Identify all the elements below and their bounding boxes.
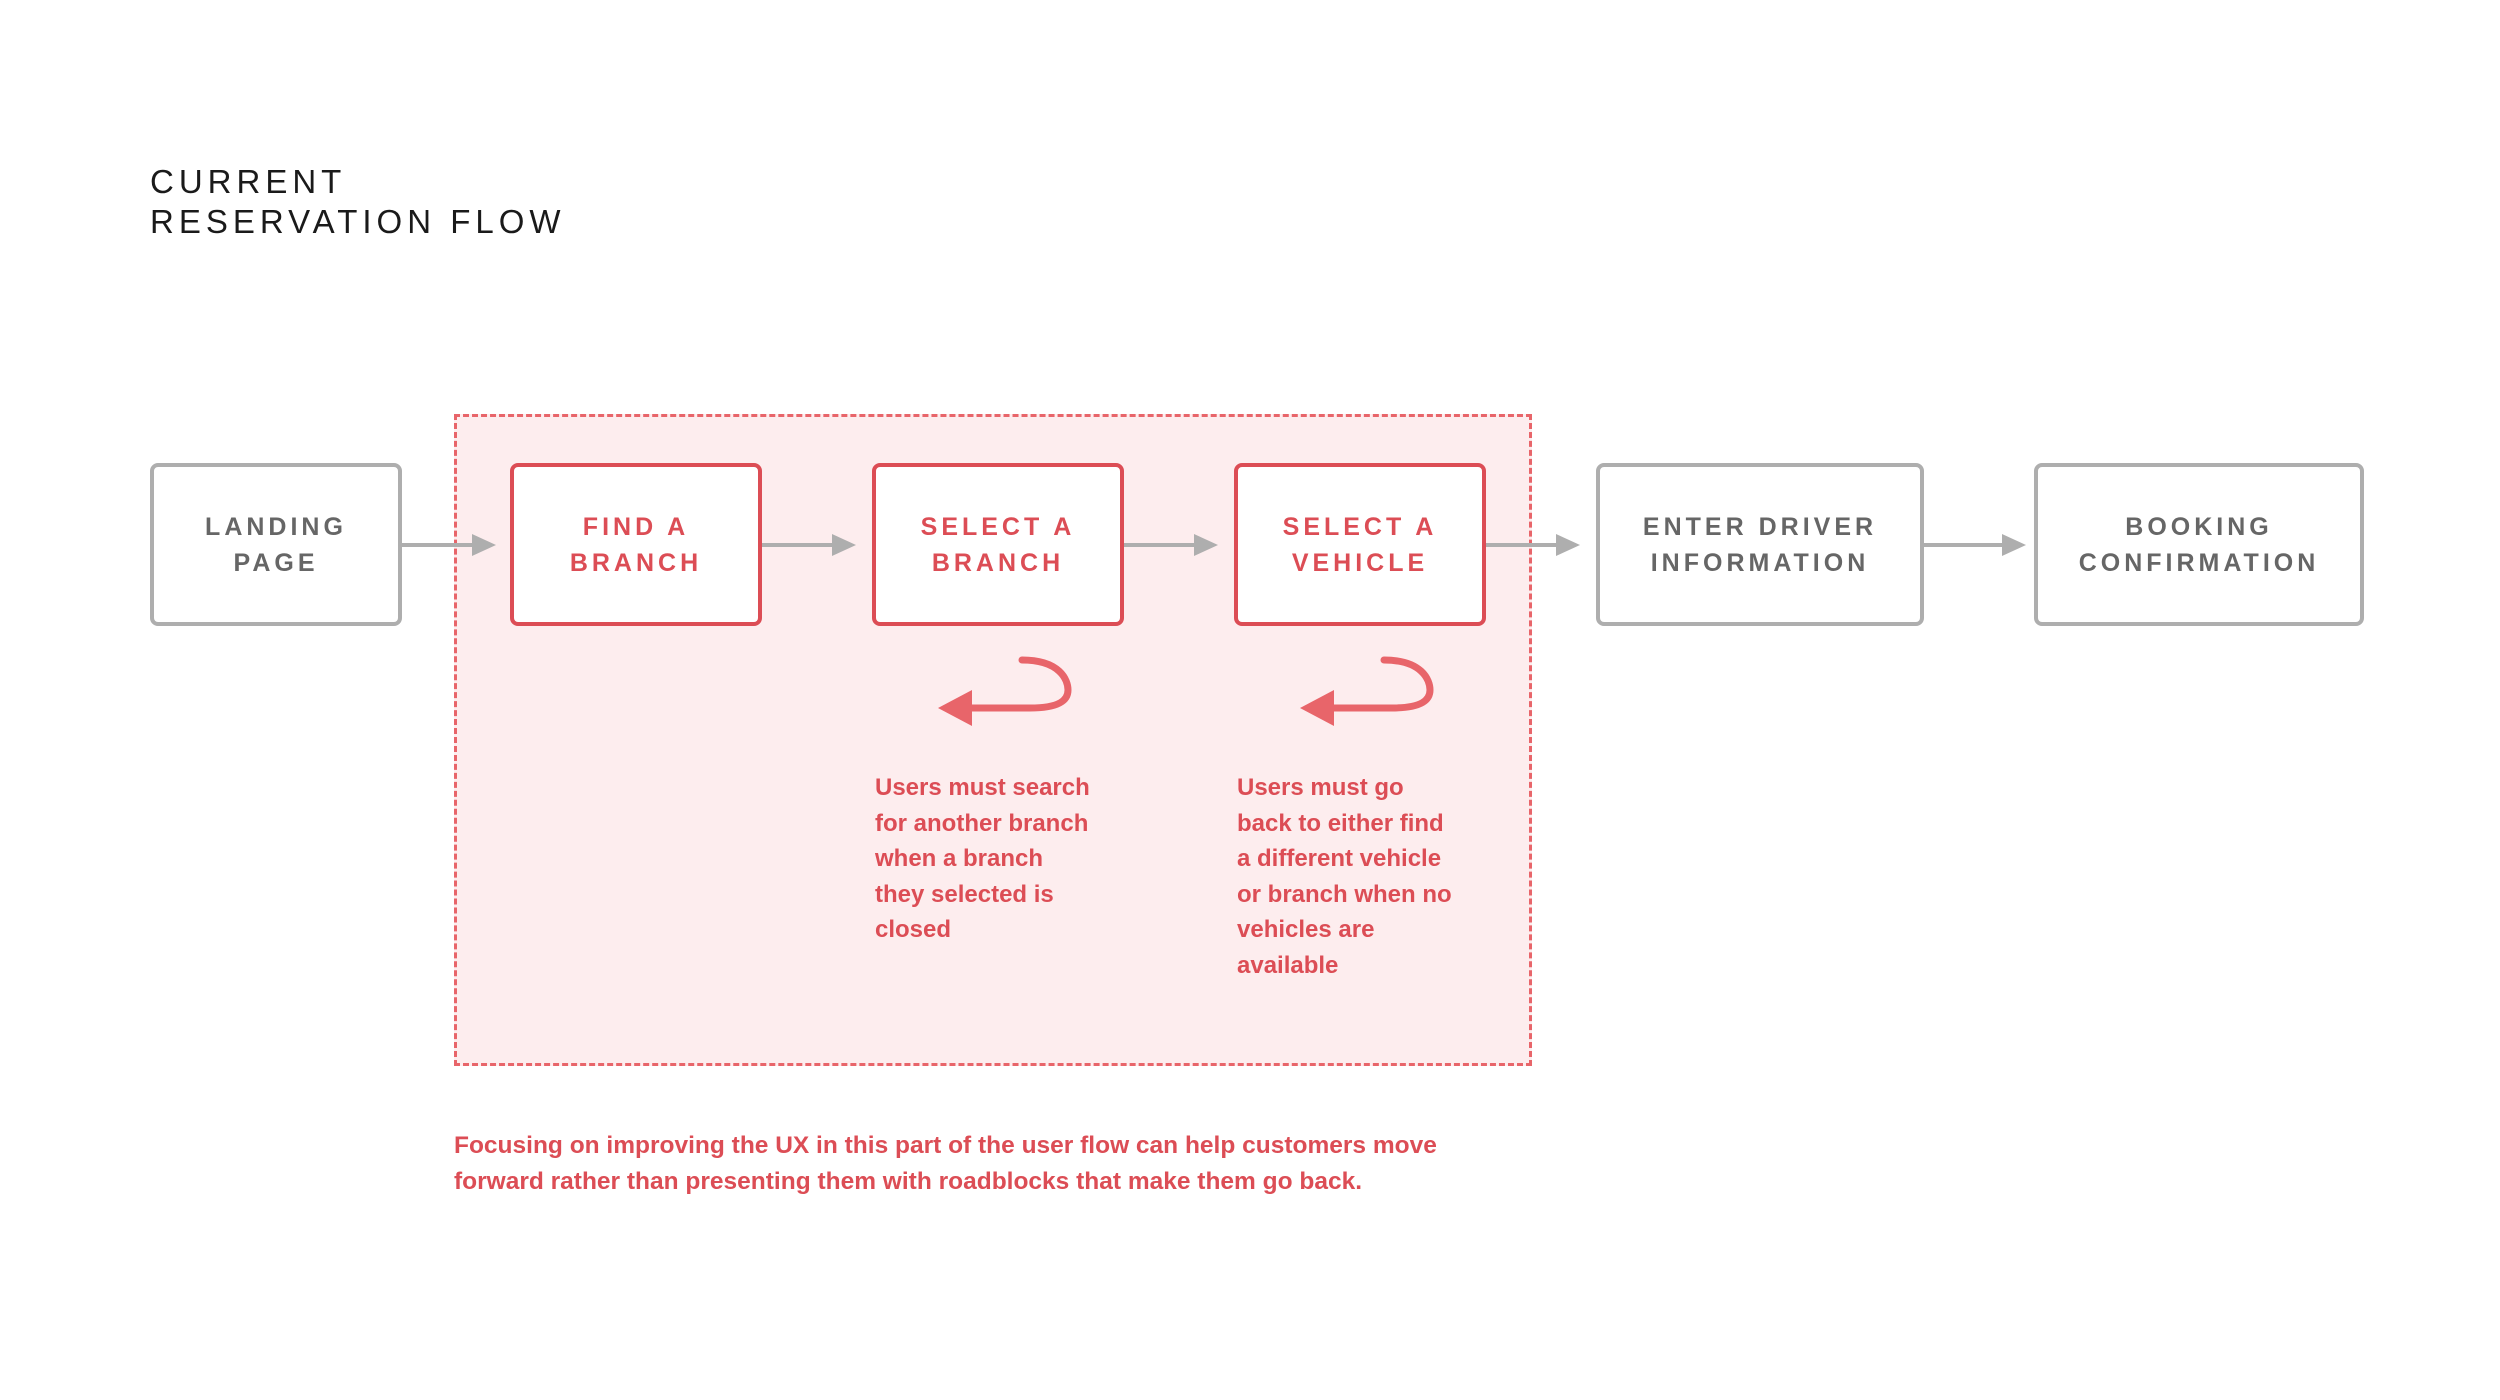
step-label-line-1: ENTER DRIVER (1642, 512, 1878, 541)
step-find-a-branch: FIND A BRANCH (510, 463, 762, 626)
note-line: or branch when no (1237, 880, 1452, 908)
page-title: CURRENT RESERVATION FLOW (150, 162, 566, 242)
arrow-right-icon (1122, 534, 1218, 556)
step-label-line-2: VEHICLE (1291, 548, 1429, 577)
return-arrow-icon (938, 656, 1072, 726)
note-line: for another branch (875, 809, 1089, 837)
step-label-line-2: CONFIRMATION (2078, 548, 2320, 577)
step-label-line-1: FIND A (582, 512, 690, 541)
step-label-line-1: SELECT A (1282, 512, 1438, 541)
arrow-right-icon (1484, 534, 1580, 556)
step-label-line-1: BOOKING (2125, 512, 2273, 541)
step-label-line-1: LANDING (205, 512, 347, 541)
footer-line-1: Focusing on improving the UX in this par… (454, 1132, 1437, 1159)
note-line: Users must search (875, 774, 1090, 801)
footer-summary: Focusing on improving the UX in this par… (454, 1128, 1574, 1200)
arrow-right-icon (400, 534, 496, 556)
step-landing-page: LANDING PAGE (150, 463, 402, 626)
note-line: vehicles are (1237, 916, 1375, 943)
note-line: back to either find (1237, 809, 1444, 837)
return-arrow-icon (1300, 656, 1434, 726)
note-no-vehicles: Users must go back to either find a diff… (1237, 770, 1497, 983)
step-label-line-2: INFORMATION (1650, 548, 1870, 577)
step-select-a-vehicle: SELECT A VEHICLE (1234, 463, 1486, 626)
note-line: when a branch (875, 845, 1044, 872)
arrow-right-icon (1922, 534, 2026, 556)
step-label-line-2: PAGE (233, 548, 319, 577)
step-select-a-branch: SELECT A BRANCH (872, 463, 1124, 626)
step-label-line-2: BRANCH (931, 548, 1065, 577)
title-line-1: CURRENT (150, 163, 347, 200)
note-line: they selected is (875, 880, 1054, 908)
step-booking-confirmation: BOOKING CONFIRMATION (2034, 463, 2364, 626)
note-line: Users must go (1237, 774, 1404, 801)
note-branch-closed: Users must search for another branch whe… (875, 770, 1135, 948)
footer-line-2: forward rather than presenting them with… (454, 1168, 1363, 1195)
title-line-2: RESERVATION FLOW (150, 203, 566, 240)
note-line: available (1237, 951, 1339, 979)
step-label-line-2: BRANCH (569, 548, 703, 577)
note-line: closed (875, 916, 952, 943)
step-enter-driver-information: ENTER DRIVER INFORMATION (1596, 463, 1924, 626)
note-line: a different vehicle (1237, 845, 1442, 872)
arrow-right-icon (760, 534, 856, 556)
step-label-line-1: SELECT A (920, 512, 1076, 541)
